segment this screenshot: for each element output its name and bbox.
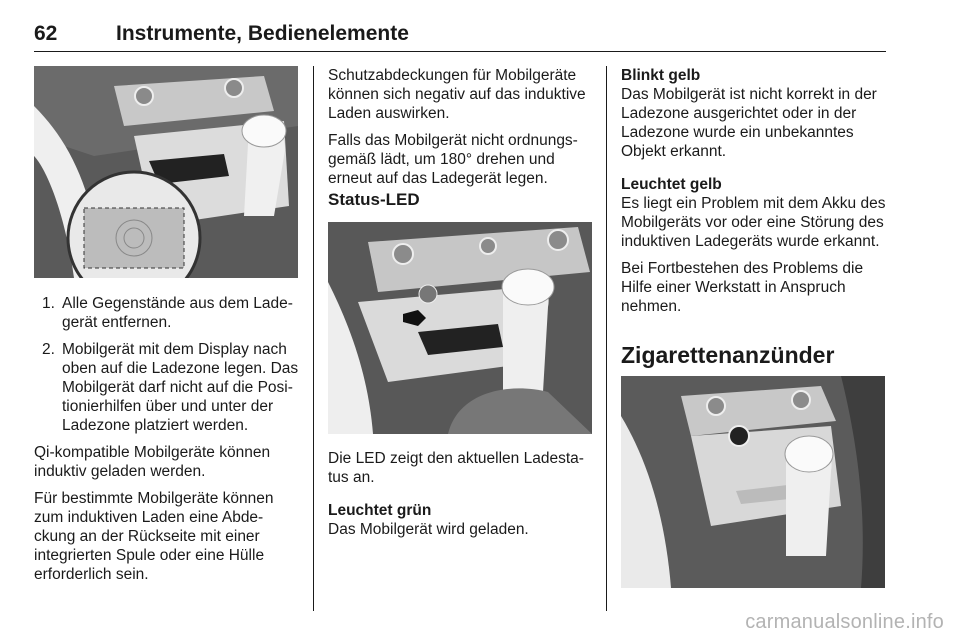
rotate-device-paragraph: Falls das Mobilgerät nicht ordnungs-gemä… xyxy=(328,132,578,187)
steady-yellow-text: Es liegt ein Problem mit dem Akku des Mo… xyxy=(621,195,886,250)
page-header: 62 Instrumente, Bedienelemente xyxy=(34,22,886,52)
step-2: 2. Mobilgerät mit dem Display nach oben … xyxy=(42,341,299,434)
green-status: Leuchtet grün Das Mobilgerät wird gelade… xyxy=(328,501,592,539)
column-3-text: Blinkt gelb Das Mobilgerät ist nicht kor… xyxy=(621,66,887,324)
charging-steps: 1. Alle Gegenstände aus dem Lade-gerät e… xyxy=(34,294,300,435)
column-2-text-bottom: Die LED zeigt den aktuellen Ladesta-tus … xyxy=(328,449,592,547)
cigarette-lighter-illustration xyxy=(621,376,885,588)
qi-compatible-paragraph: Qi-kompatible Mobilgeräte können indukti… xyxy=(34,444,271,480)
blink-yellow-text: Das Mobilgerät ist nicht korrekt in der … xyxy=(621,86,877,160)
steady-yellow-heading: Leuchtet gelb xyxy=(621,176,722,193)
protective-cover-paragraph: Schutzabdeckungen für Mobilgeräte können… xyxy=(328,67,586,122)
column-2-text-top: Schutzabdeckungen für Mobilgeräte können… xyxy=(328,66,592,196)
column-divider-1 xyxy=(313,66,314,611)
cigarette-lighter-heading: Zigarettenanzünder xyxy=(621,342,835,368)
column-divider-2 xyxy=(606,66,607,611)
led-description: Die LED zeigt den aktuellen Ladesta-tus … xyxy=(328,450,584,486)
status-led-illustration xyxy=(328,222,592,434)
workshop-paragraph: Bei Fortbestehen des Problems die Hilfe … xyxy=(621,260,864,315)
header-rule xyxy=(34,51,886,52)
page-number: 62 xyxy=(34,22,58,45)
steady-yellow-status: Leuchtet gelb Es liegt ein Problem mit d… xyxy=(621,175,887,251)
green-status-text: Das Mobilgerät wird geladen. xyxy=(328,521,529,538)
cover-requirement-paragraph: Für bestimmte Mobilgeräte können zum ind… xyxy=(34,490,274,583)
step-1: 1. Alle Gegenstände aus dem Lade-gerät e… xyxy=(42,295,293,331)
green-status-heading: Leuchtet grün xyxy=(328,502,432,519)
watermark: carmanualsonline.info xyxy=(745,611,944,633)
status-led-heading: Status-LED xyxy=(328,190,420,209)
blink-yellow-heading: Blinkt gelb xyxy=(621,67,701,84)
column-1-text: 1. Alle Gegenstände aus dem Lade-gerät e… xyxy=(34,294,300,592)
chapter-title: Instrumente, Bedienelemente xyxy=(116,22,409,45)
blink-yellow-status: Blinkt gelb Das Mobilgerät ist nicht kor… xyxy=(621,66,887,161)
charging-pad-illustration xyxy=(34,66,298,278)
